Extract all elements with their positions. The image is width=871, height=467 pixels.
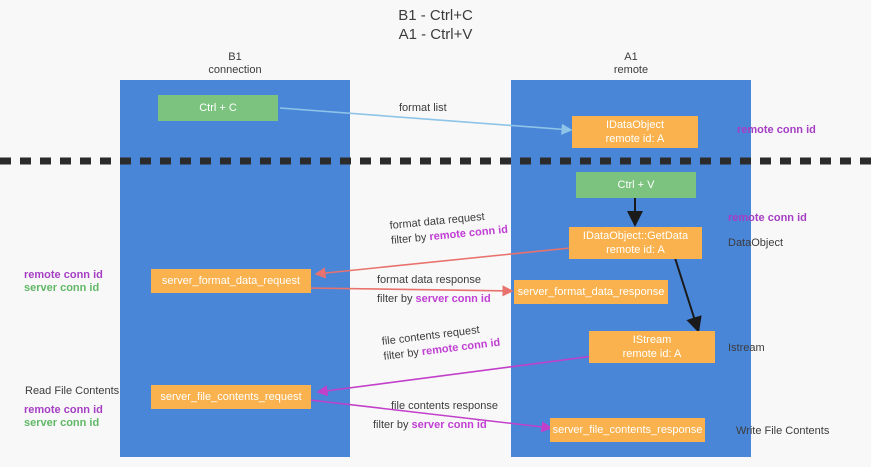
- lane-header-a1: A1 remote: [613, 51, 649, 76]
- annotation-right-write-file-contents: Write File Contents: [736, 425, 830, 437]
- edge-label-format-data-response-line1: format data response: [377, 274, 481, 286]
- lane-header-b1: B1 connection: [208, 51, 262, 76]
- node-ctrl-c[interactable]: Ctrl + C: [158, 95, 278, 121]
- node-idataobject-remote[interactable]: IDataObject remote id: A: [572, 116, 698, 148]
- annotation-right-istream: Istream: [728, 342, 765, 354]
- edge-label-format-data-response: format data response filter by server co…: [377, 273, 491, 307]
- annotation-left-bottom-server-conn-id: server conn id: [24, 417, 100, 429]
- annotation-right-top-remote-conn-id: remote conn id: [737, 124, 816, 136]
- conn-id-key: server conn id: [415, 293, 491, 305]
- edge-label-file-contents-response: file contents response filter by server …: [373, 399, 499, 433]
- annotation-left-bottom-remote-conn-id: remote conn id: [24, 404, 103, 416]
- node-server-file-contents-request[interactable]: server_file_contents_request: [151, 385, 311, 409]
- edge-label-format-data-request: format data request filter by remote con…: [389, 208, 509, 249]
- node-ctrl-v[interactable]: Ctrl + V: [576, 172, 696, 198]
- edge-label-format-list-text: format list: [399, 102, 447, 114]
- annotation-left-remote-conn-id: remote conn id: [24, 269, 103, 281]
- annotation-left-server-conn-id: server conn id: [24, 282, 100, 294]
- edge-label-format-list: format list: [399, 101, 447, 116]
- annotation-left-read-file-contents: Read File Contents: [25, 385, 120, 397]
- annotation-right-data-object: DataObject: [728, 237, 784, 249]
- node-server-format-data-request[interactable]: server_format_data_request: [151, 269, 311, 293]
- node-server-format-data-response[interactable]: server_format_data_response: [514, 280, 668, 304]
- node-idataobject-getdata[interactable]: IDataObject::GetData remote id: A: [569, 227, 702, 259]
- filter-by-prefix: filter by: [373, 419, 412, 431]
- edge-label-file-contents-response-line2: filter by server conn id: [373, 418, 498, 433]
- edge-label-file-contents-request: file contents request filter by remote c…: [381, 321, 501, 365]
- node-istream[interactable]: IStream remote id: A: [589, 331, 715, 363]
- edge-label-file-contents-response-line1: file contents response: [391, 400, 499, 412]
- page-title: B1 - Ctrl+C A1 - Ctrl+V: [398, 7, 473, 43]
- annotation-right-mid-remote-conn-id: remote conn id: [728, 212, 807, 224]
- edge-label-format-data-response-line2: filter by server conn id: [377, 292, 491, 307]
- node-server-file-contents-response[interactable]: server_file_contents_response: [550, 418, 705, 442]
- filter-by-prefix: filter by: [377, 293, 416, 305]
- filter-by-prefix: filter by: [382, 346, 423, 363]
- filter-by-prefix: filter by: [390, 231, 431, 247]
- conn-id-key: server conn id: [411, 419, 487, 431]
